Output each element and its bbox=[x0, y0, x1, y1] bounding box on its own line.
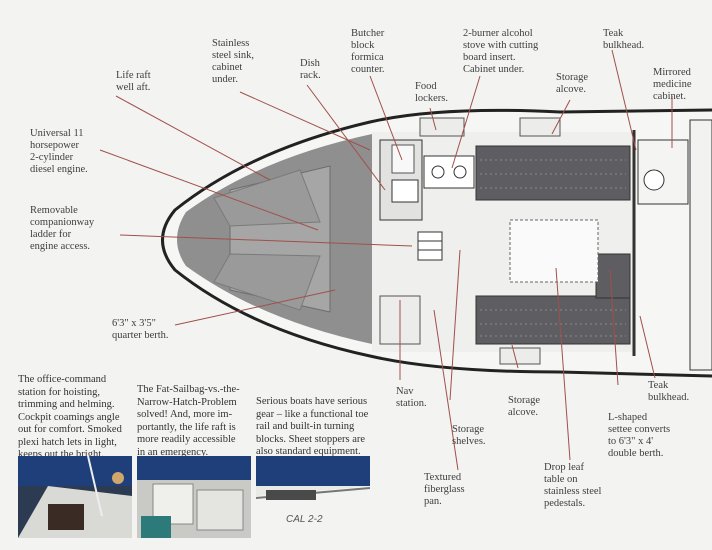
label-drop-leaf: Drop leaf table on stainless steel pedes… bbox=[544, 462, 602, 509]
drop-leaf-table bbox=[509, 219, 599, 283]
storage-alcove-top bbox=[519, 117, 561, 137]
label-nav-station: Nav station. bbox=[396, 386, 427, 409]
label-teak-bulkhead-top: Teak bulkhead. bbox=[603, 28, 645, 51]
label-settee: L-shaped settee converts to 6'3" x 4' do… bbox=[608, 412, 671, 459]
leader-lines bbox=[99, 49, 673, 471]
caption-serious-boats: Serious boats have serious gear – like a… bbox=[256, 396, 369, 457]
settee-end bbox=[595, 253, 631, 299]
forward-cabin bbox=[689, 119, 712, 371]
sink bbox=[391, 179, 419, 203]
label-stove: 2-burner alcohol stove with cutting boar… bbox=[463, 28, 539, 75]
dish-rack bbox=[391, 144, 415, 174]
label-food-lockers: Food lockers. bbox=[415, 81, 448, 104]
caption-fat-sailbag: The Fat-Sailbag-vs.-the- Narrow-Hatch-Pr… bbox=[137, 384, 240, 458]
head-compartment bbox=[637, 139, 689, 205]
label-storage-shelves: Storage shelves. bbox=[452, 424, 486, 447]
photo-hatch bbox=[137, 456, 251, 538]
settee-lower bbox=[475, 295, 631, 345]
basin bbox=[643, 169, 665, 191]
companionway-ladder bbox=[417, 231, 443, 261]
storage-alcove-bottom bbox=[499, 347, 541, 365]
photo-cockpit bbox=[18, 456, 132, 538]
cockpit-seat-lower bbox=[213, 253, 321, 311]
hull-lettering: CAL 2-2 bbox=[286, 514, 323, 525]
label-butcher-block: Butcher block formica counter. bbox=[351, 28, 385, 75]
label-storage-alcove-bottom: Storage alcove. bbox=[508, 395, 541, 418]
label-quarter-berth: 6'3" x 3'5" quarter berth. bbox=[112, 318, 169, 341]
label-mirrored-cabinet: Mirrored medicine cabinet. bbox=[653, 67, 692, 102]
label-dish-rack: Dish rack. bbox=[300, 58, 321, 81]
label-teak-bulkhead-bottom: Teak bulkhead. bbox=[648, 380, 690, 403]
photo-hull: CAL 2-2 bbox=[256, 456, 370, 538]
label-engine: Universal 11 horsepower 2-cylinder diese… bbox=[30, 128, 88, 175]
cockpit-seat-upper bbox=[213, 169, 321, 227]
caption-office-command: The office-command station for hoisting,… bbox=[18, 374, 122, 460]
label-stainless-sink: Stainless steel sink, cabinet under. bbox=[212, 38, 254, 85]
settee-upper bbox=[475, 145, 631, 201]
label-storage-alcove-top: Storage alcove. bbox=[556, 72, 589, 95]
label-life-raft: Life raft well aft. bbox=[116, 70, 151, 93]
label-fiberglass-pan: Textured fiberglass pan. bbox=[424, 472, 465, 507]
label-ladder: Removable companionway ladder for engine… bbox=[30, 205, 95, 252]
food-locker bbox=[419, 117, 465, 137]
